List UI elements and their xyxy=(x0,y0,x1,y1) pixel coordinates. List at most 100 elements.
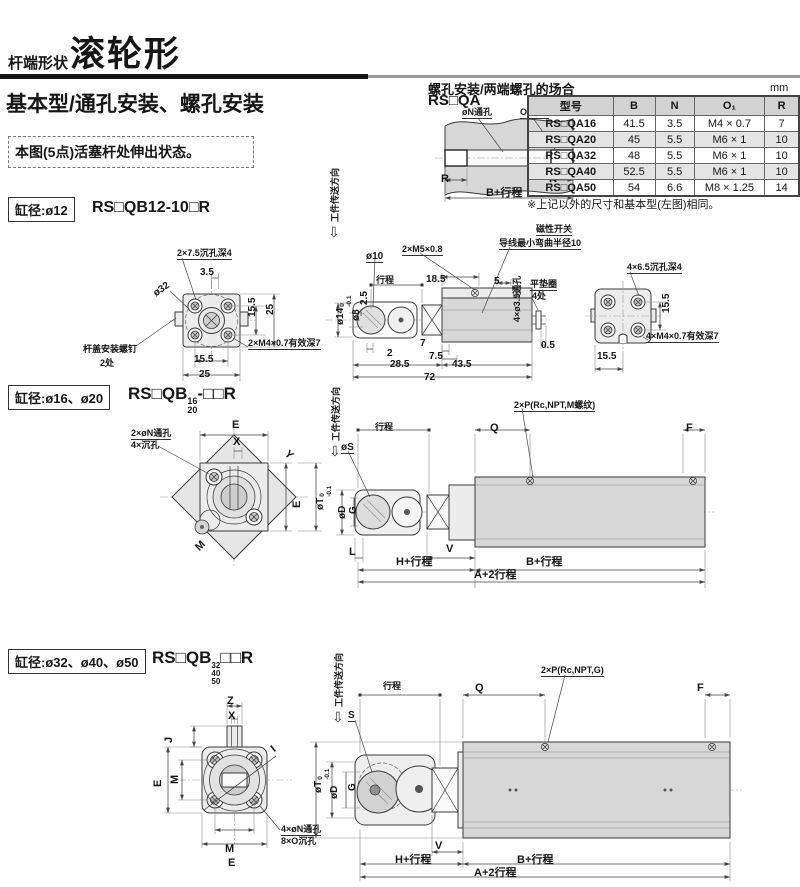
flow-direction-arrow-icon: ⇩ xyxy=(328,224,340,240)
dim-j: J xyxy=(163,736,175,743)
cell-model: RS□QA50 xyxy=(527,179,614,197)
col-header-b: B xyxy=(612,95,656,116)
table-footnote: ※上记以外的尺寸和基本型(左图)相同。 xyxy=(527,199,720,211)
table-row: RS□QA32 48 5.5 M6 × 1 10 xyxy=(527,147,800,164)
dim-2: 2 xyxy=(387,348,393,359)
dim-3-5: 3.5 xyxy=(200,267,214,278)
model-number-12: RS□QB12-10□R xyxy=(92,199,211,216)
magnetic-switch-note: 磁性开关 xyxy=(536,224,573,236)
cell-b: 45 xyxy=(612,131,656,148)
dim-q: Q xyxy=(490,422,499,434)
workpiece-direction-label: 工件传送方向 xyxy=(330,167,340,222)
qa-block-title: 螺孔安装/两端螺孔的场合 xyxy=(428,82,575,97)
dim-stroke-3250: 行程 xyxy=(383,681,402,691)
dim-d-rod: øD xyxy=(337,505,348,519)
dim-2-5: 2.5 xyxy=(359,291,370,305)
dim-18-5: 18.5 xyxy=(426,274,446,285)
dim-v: V xyxy=(446,543,454,555)
rod-cover-screw-note: 杆盖安装螺钉 xyxy=(83,344,138,354)
dim-0-5: 0.5 xyxy=(541,340,555,351)
dim-g: G xyxy=(348,506,359,514)
dim-15-5-end-right: 15.5 xyxy=(661,293,672,313)
table-row: RS□QA16 41.5 3.5 M4 × 0.7 7 xyxy=(527,115,800,132)
dim-stroke-12: 行程 xyxy=(376,275,395,285)
cell-b: 52.5 xyxy=(612,163,656,180)
bore-label-16-20: 缸径:ø16、ø20 xyxy=(8,385,111,410)
col-header-n: N xyxy=(654,95,695,116)
dim-z: Z xyxy=(227,695,234,707)
dim-7: 7 xyxy=(420,338,426,349)
dim-e-top: E xyxy=(232,419,240,431)
dim-thread-m4-12: 2×M4×0.7有效深7 xyxy=(248,338,321,350)
dim-through-hole-3-5: 4×ø3.5通孔 xyxy=(512,275,522,322)
bore-label-32-40-50: 缸径:ø32、ø40、ø50 xyxy=(8,649,146,674)
dim-25-right: 25 xyxy=(265,303,276,315)
rod-end-shape-label: 杆端形状 xyxy=(8,55,69,72)
unit-label: mm xyxy=(770,82,789,94)
cell-b: 41.5 xyxy=(612,115,656,132)
lead-wire-bend-note: 导线最小弯曲半径10 xyxy=(499,238,582,250)
qa-n-hole-label: øN通孔 xyxy=(462,107,492,119)
rod-cover-screw-count: 2处 xyxy=(100,358,115,368)
flow-direction-arrow-icon: ⇩ xyxy=(332,709,344,725)
dim-28-5: 28.5 xyxy=(390,359,410,370)
col-header-o1: O₁ xyxy=(693,95,766,116)
cell-n: 5.5 xyxy=(654,131,695,148)
cell-r: 10 xyxy=(764,163,800,180)
flat-washer-note: 平垫圈 xyxy=(530,279,558,291)
table-row: RS□QA40 52.5 5.5 M6 × 1 10 xyxy=(527,163,800,180)
dim-port-p: 2×P(Rc,NPT,M螺纹) xyxy=(514,400,596,412)
qa-model-label: RS□QA xyxy=(428,92,481,109)
dim-s-roller-3250: S xyxy=(348,710,355,722)
flat-washer-count: 4处 xyxy=(532,291,547,301)
flow-direction-arrow-icon: ⇩ xyxy=(329,443,341,459)
cell-model: RS□QA16 xyxy=(527,115,614,132)
cell-n: 5.5 xyxy=(654,163,695,180)
dim-n-through-hole: 2×øN通孔 xyxy=(131,428,172,440)
dim-b-stroke: B+行程 xyxy=(526,556,563,568)
title-rule-dark xyxy=(0,74,368,79)
workpiece-direction-label: 工件传送方向 xyxy=(334,652,344,707)
cell-r: 7 xyxy=(764,115,800,132)
cell-model: RS□QA40 xyxy=(527,163,614,180)
dim-d-rod-3250: øD xyxy=(329,785,340,799)
dim-m-left: M xyxy=(169,774,181,784)
title-rule-gray xyxy=(368,75,800,78)
cell-b: 48 xyxy=(612,147,656,164)
dim-stroke-16-20: 行程 xyxy=(375,422,394,432)
dim-counterbore-6-5: 4×6.5沉孔深4 xyxy=(627,262,682,274)
cell-n: 6.6 xyxy=(654,179,695,197)
drawing-bore32-50 xyxy=(164,674,742,881)
dim-thread-m5: 2×M5×0.8 xyxy=(402,244,443,256)
cell-o1: M6 × 1 xyxy=(693,131,766,148)
qa-dimension-table: 型号 B N O₁ R RS□QA16 41.5 3.5 M4 × 0.7 7 … xyxy=(527,95,800,197)
cell-r: 14 xyxy=(764,179,800,197)
dim-25-bottom: 25 xyxy=(199,369,211,380)
table-row: RS□QA50 54 6.6 M8 × 1.25 14 xyxy=(527,179,800,197)
dim-b-stroke-3250: B+行程 xyxy=(517,854,554,866)
dim-q-3250: Q xyxy=(475,682,484,694)
dim-f: F xyxy=(686,422,693,434)
dim-g-3250: G xyxy=(347,783,358,791)
dim-15-5-bottom: 15.5 xyxy=(194,354,214,365)
qa-dim-r-left: R xyxy=(441,173,449,185)
dim-x-3250: X xyxy=(228,710,236,722)
cell-r: 10 xyxy=(764,131,800,148)
dim-rod-dia-8: ø8 xyxy=(351,309,362,321)
col-header-r: R xyxy=(764,95,800,116)
dim-f-3250: F xyxy=(697,682,704,694)
dim-n-through-hole-3250: 4×øN通孔 xyxy=(281,824,322,836)
page-title: 滚轮形 xyxy=(70,35,182,74)
cell-o1: M6 × 1 xyxy=(693,163,766,180)
cell-n: 3.5 xyxy=(654,115,695,132)
cell-o1: M6 × 1 xyxy=(693,147,766,164)
dim-m-bottom: M xyxy=(225,843,235,855)
dim-e-right: E xyxy=(291,500,303,508)
cell-r: 10 xyxy=(764,147,800,164)
dim-5: 5 xyxy=(494,276,500,287)
dim-h-stroke-3250: H+行程 xyxy=(395,854,432,866)
dim-43-5: 43.5 xyxy=(452,359,472,370)
